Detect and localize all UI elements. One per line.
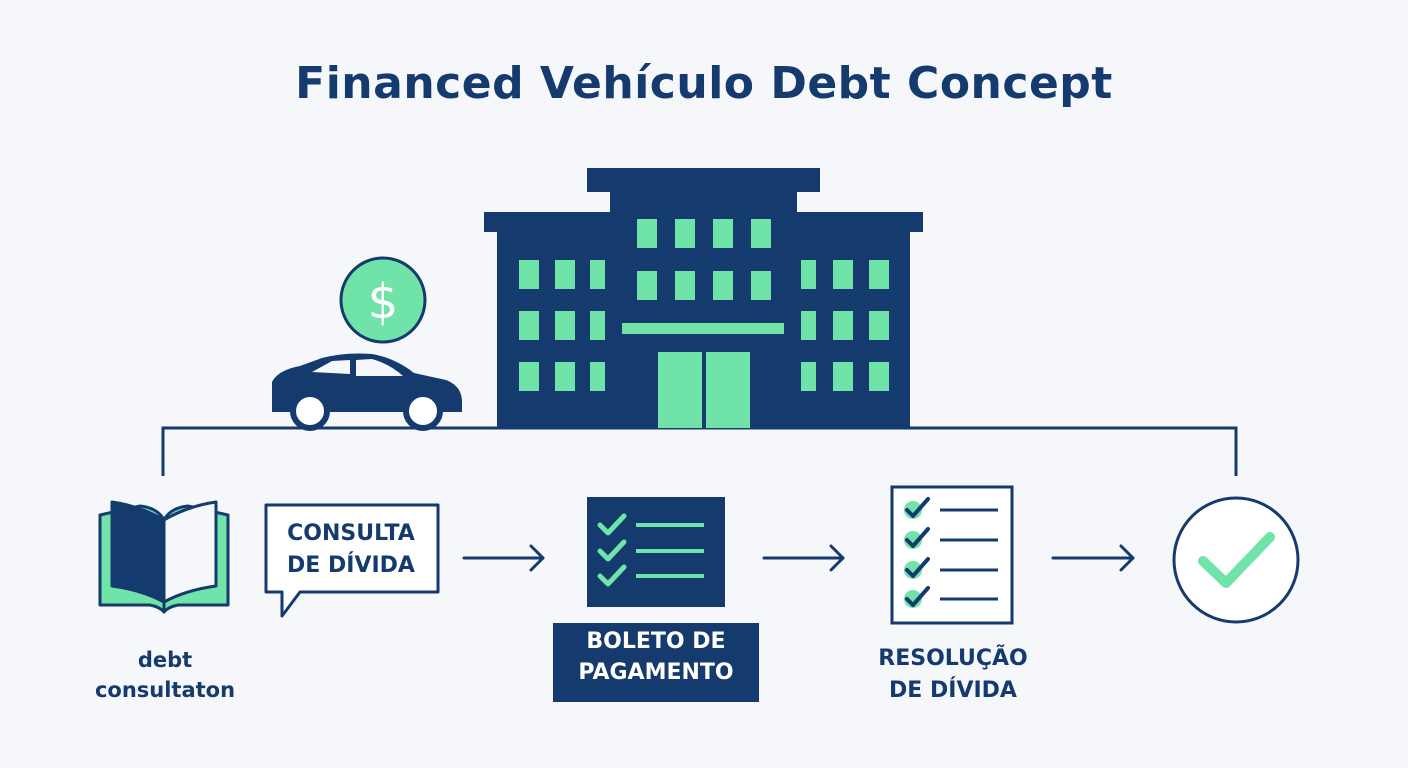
consulta-de-divida-label: CONSULTA DE DÍVIDA bbox=[268, 518, 434, 582]
check-circle-icon bbox=[1172, 496, 1300, 624]
arrow-right-icon bbox=[1051, 544, 1135, 572]
coin-symbol: $ bbox=[368, 274, 399, 330]
checklist-document-icon bbox=[890, 485, 1014, 625]
bank-building-icon bbox=[484, 168, 923, 428]
boleto-label-box bbox=[553, 623, 759, 702]
resolucao-line-2: DE DÍVIDA bbox=[889, 678, 1017, 703]
boleto-line-1: BOLETO DE bbox=[586, 629, 726, 654]
consulta-line-2: DE DÍVIDA bbox=[287, 553, 415, 578]
connector-line bbox=[161, 426, 1238, 476]
debt-line-2: consultaton bbox=[94, 678, 236, 702]
boleto-de-pagamento-label: BOLETO DE PAGAMENTO bbox=[554, 626, 758, 688]
open-book-icon bbox=[98, 500, 230, 614]
arrow-right-icon bbox=[462, 544, 545, 572]
speech-bubble-icon bbox=[264, 503, 440, 618]
arrow-right-icon bbox=[762, 544, 845, 572]
resolucao-de-divida-label: RESOLUÇÃO DE DÍVIDA bbox=[858, 643, 1048, 707]
debt-consultation-label: debt consultaton bbox=[70, 645, 260, 705]
boleto-line-2: PAGAMENTO bbox=[578, 660, 734, 685]
dollar-coin-icon: $ bbox=[339, 256, 427, 344]
checklist-card-icon bbox=[587, 497, 725, 607]
debt-line-1: debt bbox=[137, 648, 193, 672]
resolucao-line-1: RESOLUÇÃO bbox=[878, 646, 1028, 671]
diagram-title: Financed Vehículo Debt Concept bbox=[295, 58, 1113, 109]
consulta-line-1: CONSULTA bbox=[287, 521, 415, 546]
car-icon bbox=[272, 353, 462, 431]
